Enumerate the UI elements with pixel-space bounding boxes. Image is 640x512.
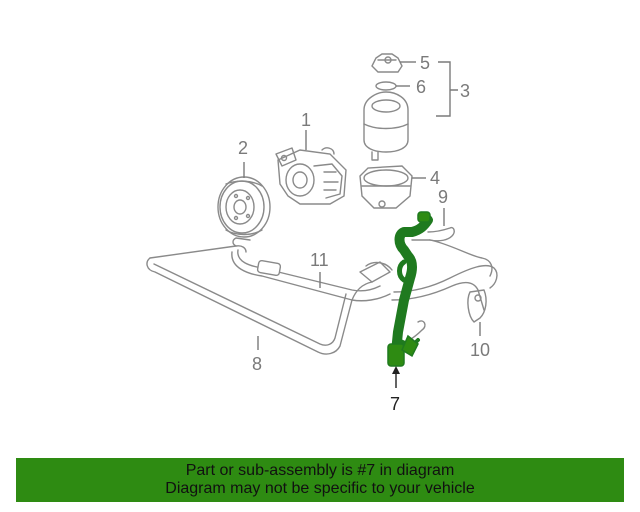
hose-end-part-9[interactable] [411, 226, 455, 242]
pump-part-1[interactable] [275, 147, 347, 205]
reservoir-part-3[interactable] [363, 91, 409, 161]
o-ring-part-6[interactable] [375, 81, 397, 91]
hose-part-7-highlighted[interactable] [387, 211, 433, 367]
bracket-part-4[interactable] [359, 165, 413, 209]
callout-3: 3 [460, 81, 470, 101]
hose-part-11[interactable] [231, 237, 393, 302]
callout-4: 4 [430, 168, 440, 188]
callout-2: 2 [238, 138, 248, 158]
callout-10: 10 [470, 340, 490, 360]
cap-part-5[interactable] [371, 53, 403, 73]
callout-7: 7 [390, 394, 400, 414]
callout-11: 11 [310, 250, 329, 270]
pulley-part-2[interactable] [217, 176, 271, 238]
callout-5: 5 [420, 53, 430, 73]
callout-1: 1 [301, 110, 311, 130]
leader-lines [243, 61, 481, 388]
callout-8: 8 [252, 354, 262, 374]
banner-line-1: Part or sub-assembly is #7 in diagram [185, 462, 455, 479]
callout-6: 6 [416, 77, 426, 97]
parts-diagram: 1 2 5 6 3 4 9 11 8 10 7 [146, 53, 498, 414]
info-banner: Part or sub-assembly is #7 in diagram Di… [16, 458, 624, 502]
banner-line-2: Diagram may not be specific to your vehi… [165, 480, 475, 497]
callout-9: 9 [438, 187, 448, 207]
callout-numbers: 1 2 5 6 3 4 9 11 8 10 7 [238, 53, 490, 414]
